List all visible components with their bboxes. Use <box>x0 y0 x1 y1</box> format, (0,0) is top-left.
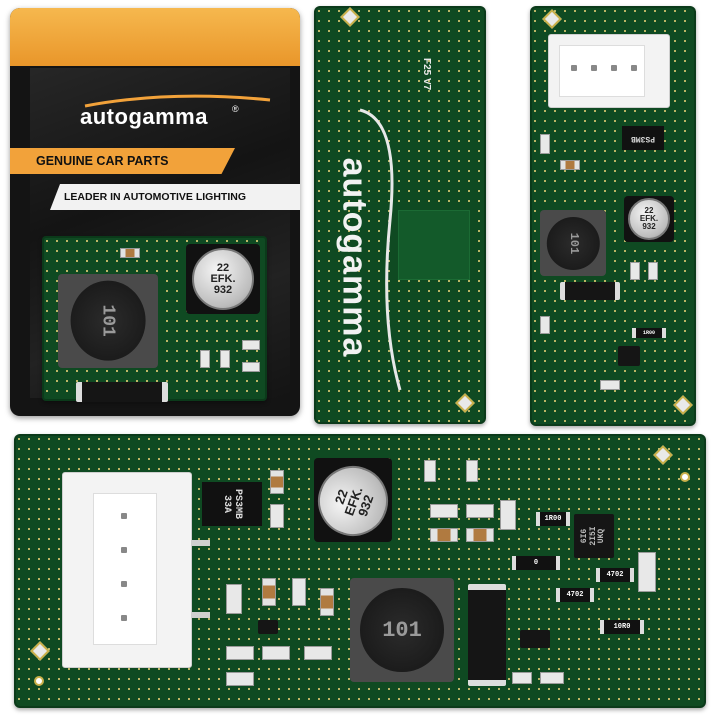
right-smd-6 <box>600 380 620 390</box>
main-smd-5 <box>430 504 458 518</box>
package-capacitor: 22 EFK. 932 <box>192 248 254 310</box>
brand-board-logo-text: autogamma <box>335 157 374 358</box>
res-4702a-label: 4702 <box>606 571 624 579</box>
main-smd-18 <box>512 672 532 684</box>
main-board-power-chip <box>468 584 506 686</box>
main-smd-14 <box>226 672 254 686</box>
right-board-res: 1R00 <box>632 328 666 338</box>
main-smd-3 <box>292 578 306 606</box>
banner-genuine-text: GENUINE CAR PARTS <box>36 154 169 168</box>
main-board-ic: 6I6 2I5I UKQ <box>574 514 614 558</box>
res-10r0-label: 10R0 <box>613 623 631 631</box>
main-board-diode: PS3MB 33A <box>202 482 262 526</box>
right-board-ic <box>618 346 640 366</box>
res-1r00: 1R00 <box>536 512 570 526</box>
main-smd-4 <box>320 588 334 616</box>
banner-leader: LEADER IN AUTOMOTIVE LIGHTING <box>50 184 300 210</box>
main-smd-20 <box>270 504 284 528</box>
main-smd-10 <box>466 460 478 482</box>
brand-swoosh-icon <box>359 108 402 391</box>
main-smd-7 <box>466 504 494 518</box>
main-board-hole-left <box>34 676 44 686</box>
package-cap-l1: 22 <box>216 261 230 274</box>
main-smd-12 <box>638 552 656 592</box>
main-smd-9 <box>424 460 436 482</box>
right-smd-5 <box>540 316 550 334</box>
right-board-connector <box>548 34 670 108</box>
main-board-connector <box>62 472 192 668</box>
registered-mark: ® <box>232 104 239 114</box>
package-brand-text: autogamma <box>80 104 208 129</box>
brand-board-logo: autogamma <box>332 116 374 396</box>
ic-l3: UKQ <box>597 528 607 544</box>
right-cap-l2: EFK. <box>639 214 659 223</box>
main-board-inductor: 101 <box>350 578 454 682</box>
main-inductor-marking: 101 <box>382 617 422 643</box>
main-smd-8 <box>466 528 494 542</box>
main-board-hole-right <box>680 472 690 482</box>
connector-lead-2 <box>192 612 210 618</box>
package-smd-3 <box>220 350 230 368</box>
res-10r0: 10R0 <box>600 620 644 634</box>
res-4702b-label: 4702 <box>566 591 584 599</box>
right-smd-3 <box>630 262 640 280</box>
main-smd-19 <box>270 470 284 494</box>
right-board-chip <box>560 282 620 300</box>
right-smd-2 <box>560 160 580 170</box>
right-cap-l1: 22 <box>644 206 654 215</box>
swoosh-icon <box>84 94 271 108</box>
main-board-transistor <box>520 630 550 648</box>
main-smd-13 <box>226 646 254 660</box>
package-inductor-marking: 101 <box>98 304 118 338</box>
main-smd-15 <box>262 646 290 660</box>
brand-board-copper-area <box>398 210 470 280</box>
package-smd-2 <box>200 350 210 368</box>
package-cap-l2: EFK. <box>210 272 236 285</box>
main-smd-17 <box>540 672 564 684</box>
right-smd-1 <box>540 134 550 154</box>
right-board-capacitor: 22 EFK. 932 <box>628 198 670 240</box>
product-package: autogamma ® GENUINE CAR PARTS LEADER IN … <box>10 8 300 416</box>
right-inductor-marking: 101 <box>566 232 580 254</box>
main-diode-l1: PS3MB <box>232 488 243 519</box>
package-cap-l3: 932 <box>213 283 233 296</box>
package-chip <box>76 382 168 402</box>
res-4702-b: 4702 <box>556 588 594 602</box>
main-smd-2 <box>262 578 276 606</box>
banner-genuine: GENUINE CAR PARTS <box>10 148 235 174</box>
main-board-small-chip <box>258 620 278 634</box>
package-smd-4 <box>242 340 260 350</box>
banner-leader-text: LEADER IN AUTOMOTIVE LIGHTING <box>64 191 247 203</box>
res-0: 0 <box>512 556 560 570</box>
main-smd-11 <box>500 500 516 530</box>
right-board-inductor: 101 <box>540 210 606 276</box>
package-brand-logo: autogamma ® <box>80 94 280 134</box>
right-res-label: 1R00 <box>642 330 655 336</box>
res-0-label: 0 <box>533 559 539 567</box>
brand-board-version: F25 V7 <box>421 58 432 91</box>
package-smd-1 <box>120 248 140 258</box>
package-inductor: 101 <box>58 274 158 368</box>
connector-lead-1 <box>192 540 210 546</box>
main-diode-l2: 33A <box>221 494 232 513</box>
main-smd-16 <box>304 646 332 660</box>
res-4702-a: 4702 <box>596 568 634 582</box>
right-diode-l1: PS3MB <box>631 134 656 144</box>
right-cap-l3: 932 <box>642 222 656 231</box>
package-smd-5 <box>242 362 260 372</box>
package-top-band <box>10 8 300 66</box>
right-smd-4 <box>648 262 658 280</box>
res-1r00-label: 1R00 <box>544 515 562 523</box>
main-smd-6 <box>430 528 458 542</box>
right-board-diode: PS3MB <box>622 126 664 150</box>
main-smd-1 <box>226 584 242 614</box>
